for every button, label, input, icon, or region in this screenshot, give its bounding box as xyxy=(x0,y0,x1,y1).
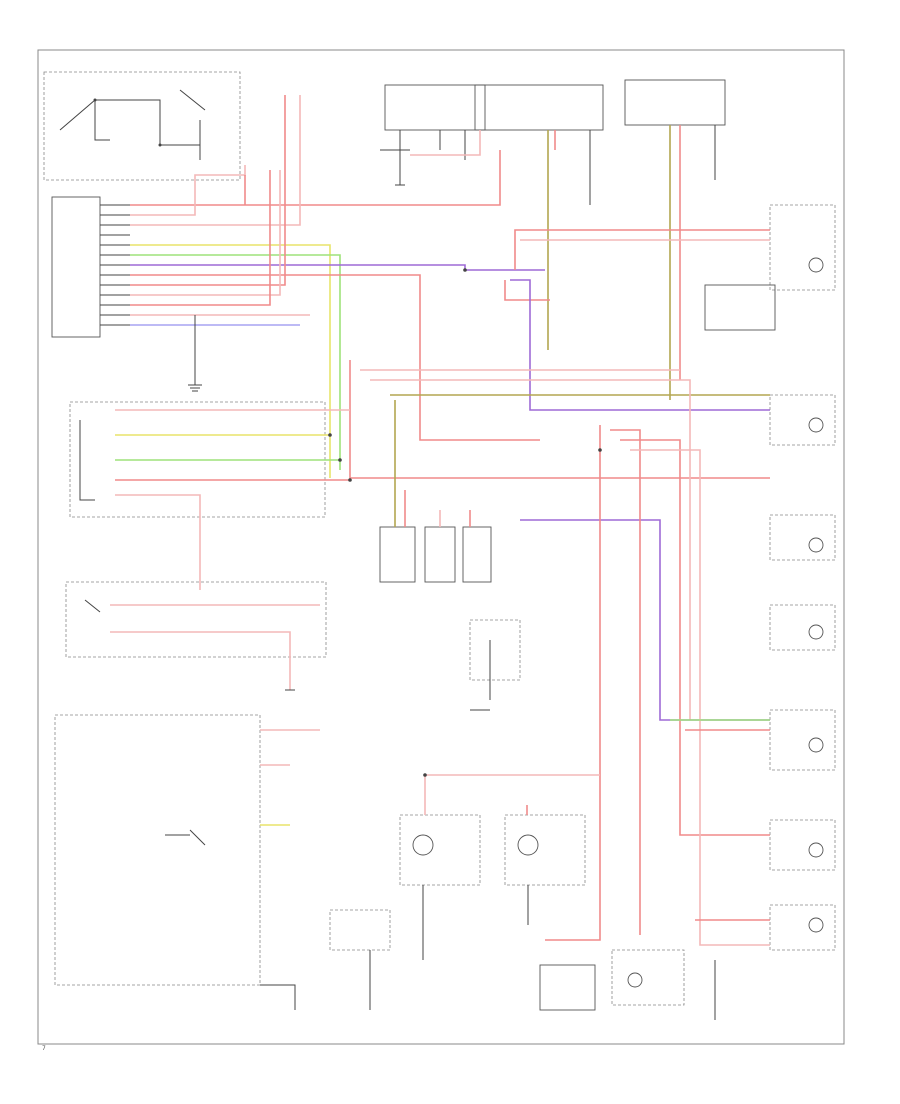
fuse-block-2 xyxy=(474,84,604,350)
right-lamp-stack xyxy=(704,204,836,951)
bottom-left-indicator-panel xyxy=(54,714,320,1010)
center-relays xyxy=(379,400,492,583)
right-feed-wires xyxy=(349,229,770,946)
connector-pins xyxy=(100,204,130,326)
bus-wires xyxy=(130,95,545,478)
bottom-right-units xyxy=(539,949,716,1020)
center-control-unit xyxy=(469,619,521,711)
corner-code: 7 xyxy=(42,1045,46,1052)
lower-left-switch xyxy=(65,581,327,691)
diagram-border xyxy=(37,49,845,1045)
fuse-block-1 xyxy=(384,84,486,160)
ignition-switch-block xyxy=(43,71,241,181)
bottom-center-lamps xyxy=(329,774,600,1010)
junction-dots xyxy=(328,268,602,777)
fuse-block-3 xyxy=(624,79,726,400)
ground-symbol xyxy=(188,315,202,392)
middle-left-switch xyxy=(69,401,350,590)
cluster-connector xyxy=(51,196,130,338)
